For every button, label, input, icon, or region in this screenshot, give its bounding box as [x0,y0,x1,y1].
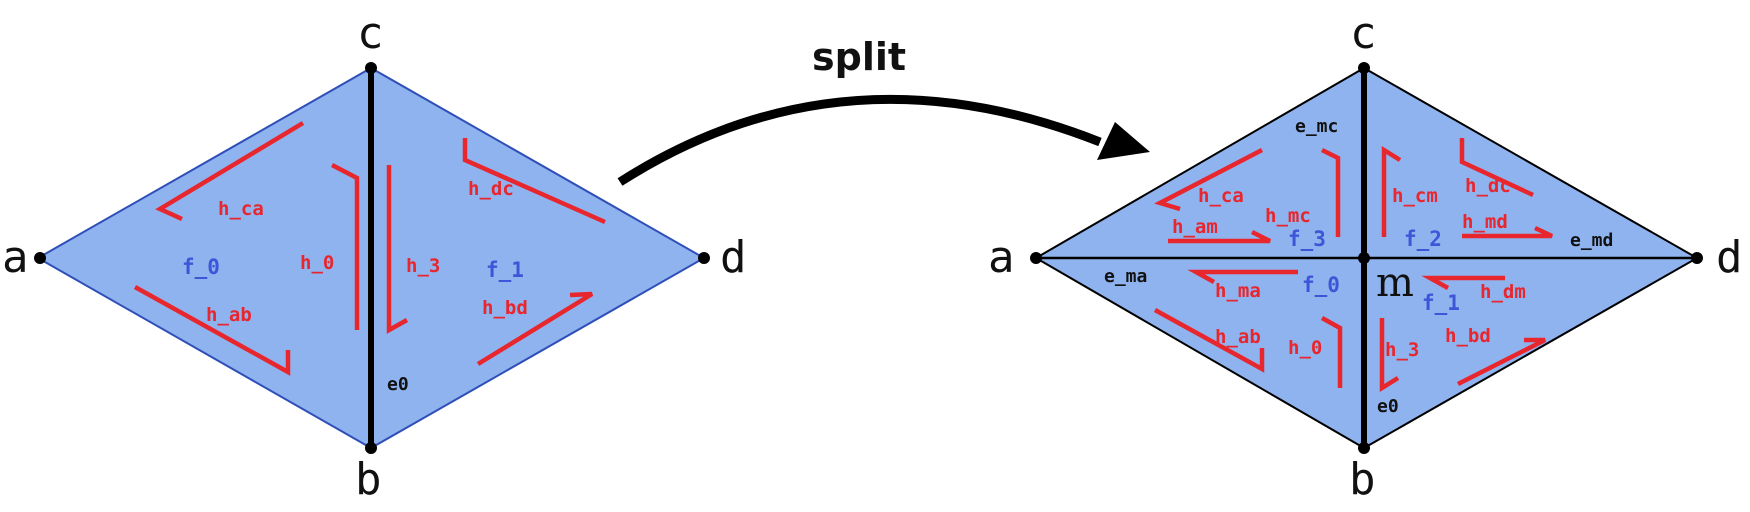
right-vertex-c-dot [1358,62,1370,74]
right-halfedge-h-ca-label: h_ca [1198,185,1244,207]
left-face-f1-label: f_1 [486,258,524,282]
right-halfedge-h-am-arrow [1168,229,1272,244]
split-title: split [812,35,906,79]
left-halfedge-h-3-arrow [386,165,409,334]
right-halfedge-h-am-label: h_am [1172,216,1218,238]
left-vertex-b-dot [365,442,377,454]
right-face-f3-label: f_3 [1288,227,1326,251]
left-vertex-d-dot [698,252,710,264]
right-vertex-b-dot [1358,442,1370,454]
left-halfedge-h-dc-label: h_dc [468,178,514,200]
right-vertex-m-dot [1358,252,1370,264]
right-edge-e-ma-label: e_ma [1104,266,1147,287]
right-halfedge-h-ca-arrow [1154,148,1264,212]
right-face-f0-label: f_0 [1302,273,1340,297]
left-halfedge-h-0-arrow [330,163,360,330]
right-halfedge-h-cm-label: h_cm [1392,185,1438,207]
left-face-f0-label: f_0 [182,255,220,279]
split-arrow-head [1097,122,1150,160]
right-halfedge-h-0-arrow [1320,316,1343,388]
right-halfedge-h-md-arrow [1462,225,1553,239]
right-halfedge-h-md-label: h_md [1462,211,1508,233]
left-vertex-a-dot [34,252,46,264]
left-vertex-b-label: b [355,454,382,505]
left-vertex-d-label: d [720,232,747,283]
right-vertex-d-dot [1691,252,1703,264]
left-vertex-c-label: c [357,8,384,59]
right-halfedge-h-mc-arrow [1320,147,1341,237]
right-halfedge-h-3-label: h_3 [1385,339,1419,361]
right-halfedge-h-ab-arrow [1153,308,1265,373]
right-vertex-a-label: a [988,232,1015,283]
right-halfedge-h-dm-arrow [1421,275,1505,290]
left-vertex-a-label: a [2,232,29,283]
right-halfedge-h-mc-label: h_mc [1265,205,1311,227]
left-halfedge-h-ca-arrow [155,121,305,222]
left-halfedge-h-bd-arrow [476,291,594,366]
right-vertex-c-label: c [1350,8,1377,59]
right-halfedge-h-bd-label: h_bd [1445,325,1491,347]
right-edge-e-mc-label: e_mc [1295,116,1338,137]
left-halfedge-h-ab-label: h_ab [206,304,252,326]
left-mesh: a c b d h_ca h_ab h_0 h_3 h_dc h_bd f_0 … [2,8,747,505]
left-halfedge-h-bd-label: h_bd [482,297,528,319]
left-halfedge-h-3-label: h_3 [406,255,440,277]
right-halfedge-h-dm-label: h_dm [1480,281,1526,303]
left-halfedge-h-0-label: h_0 [300,252,334,274]
right-vertex-b-label: b [1349,454,1376,505]
right-halfedge-h-dc-arrow [1459,138,1534,198]
left-vertex-c-dot [365,62,377,74]
left-halfedge-h-ab-arrow [133,285,291,376]
right-halfedge-h-ma-label: h_ma [1215,280,1261,302]
right-edge-e0-label: e0 [1377,396,1399,417]
right-halfedge-h-ab-label: h_ab [1215,326,1261,348]
left-halfedge-h-ca-label: h_ca [218,198,264,220]
right-edge-e-md-label: e_md [1570,230,1613,251]
right-halfedge-h-3-arrow [1379,318,1400,393]
right-vertex-d-label: d [1716,232,1743,283]
right-halfedge-h-cm-arrow [1381,145,1402,237]
right-vertex-m-label: m [1376,260,1414,306]
right-halfedge-h-0-label: h_0 [1288,337,1322,359]
right-halfedge-h-ma-arrow [1187,269,1298,284]
split-arrow: split [617,35,1150,186]
split-arrow-curve [617,94,1102,186]
right-face-f1-label: f_1 [1422,291,1460,315]
right-halfedge-h-bd-arrow [1456,337,1547,387]
right-vertex-a-dot [1030,252,1042,264]
right-mesh: a c b d m h_ca h_mc h_am h_cm h_dc h_md … [988,8,1743,505]
left-edge-e0-label: e0 [387,374,409,395]
right-halfedge-h-dc-label: h_dc [1465,175,1511,197]
left-halfedge-h-dc-arrow [462,138,606,225]
right-face-f2-label: f_2 [1404,227,1442,251]
